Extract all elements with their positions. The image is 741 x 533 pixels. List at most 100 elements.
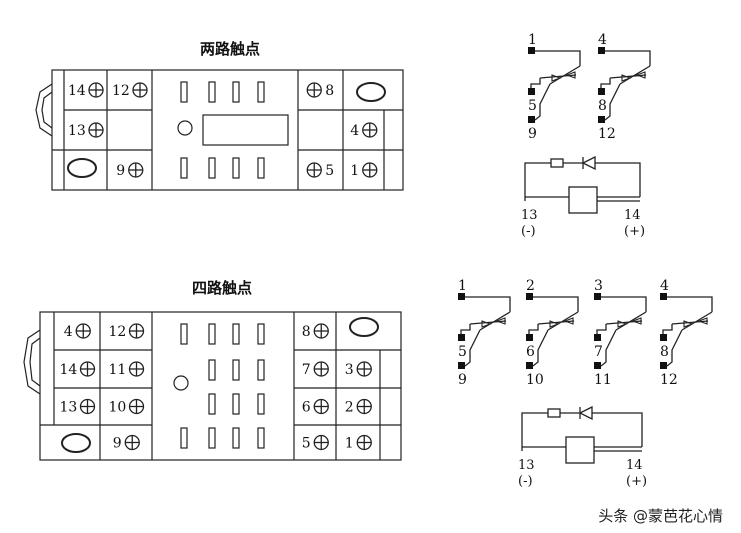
terminal-square	[594, 334, 601, 341]
terminal-square	[528, 88, 535, 95]
contact-common-number: 3	[594, 278, 603, 294]
terminal-number: 2	[345, 400, 354, 416]
pin-slot	[180, 81, 188, 103]
contact-common-number: 4	[598, 32, 607, 48]
pin-slot	[257, 359, 265, 381]
top-center-slots	[180, 81, 265, 179]
coil-group: 13(-)14(+)	[518, 405, 647, 489]
terminal-square	[526, 293, 533, 300]
coil-negative-number: 13	[521, 208, 538, 223]
coil-positive-sign: (+)	[624, 224, 645, 239]
terminal-square	[528, 47, 535, 54]
pin-slot	[257, 157, 265, 179]
contact-nc-number: 5	[458, 344, 467, 360]
terminal-number: 12	[109, 324, 127, 340]
terminal-number: 9	[116, 163, 125, 179]
contact-no-number: 10	[526, 372, 544, 388]
screw-terminal-icon	[124, 434, 140, 451]
contact-nc-number: 6	[526, 344, 535, 360]
screw-terminal-icon	[88, 82, 104, 98]
terminal-number: 12	[112, 83, 130, 99]
screw-terminal-icon	[313, 434, 329, 451]
terminal-square	[598, 47, 605, 54]
screw-terminal-icon	[313, 361, 329, 377]
screw-terminal-icon	[132, 82, 148, 98]
pin-slot	[180, 323, 188, 345]
contact-group: 159	[458, 278, 511, 388]
contact-group: 3 7 11	[594, 278, 647, 388]
screw-terminal-icon	[128, 398, 145, 415]
terminal-square	[598, 116, 605, 123]
contact-nc-number: 8	[660, 344, 669, 360]
pin-slot	[180, 427, 188, 449]
pin-slot	[232, 393, 240, 415]
terminal-square	[528, 116, 535, 123]
screw-terminal-icon	[356, 361, 372, 377]
bottom-contact-schematic: 159 2 6 10 3 7 11 4 8 12	[458, 278, 713, 388]
pin-slot	[257, 81, 265, 103]
coil-positive-number: 14	[624, 208, 641, 223]
contact-common-number: 1	[528, 32, 537, 48]
terminal-square	[598, 88, 605, 95]
screw-terminal-icon	[75, 323, 91, 339]
terminal-number: 1	[345, 436, 354, 452]
contact-group: 2 6 10	[526, 278, 579, 388]
terminal-number: 5	[302, 436, 311, 452]
contact-common-number: 4	[660, 278, 669, 294]
diode-icon	[578, 405, 593, 421]
terminal-number: 4	[64, 324, 73, 340]
terminal-square	[594, 362, 601, 369]
screw-terminal-icon	[313, 323, 329, 339]
contact-group: 4 8 12	[660, 278, 713, 388]
terminal-number: 10	[109, 400, 127, 416]
terminal-number: 4	[350, 123, 359, 139]
pin-slot	[257, 393, 265, 415]
terminal-square	[526, 362, 533, 369]
pin-slot	[180, 157, 188, 179]
contact-common-number: 2	[526, 278, 535, 294]
pin-slot	[208, 427, 216, 449]
screw-terminal-icon	[362, 162, 378, 178]
pin-slot	[232, 81, 240, 103]
terminal-square	[660, 293, 667, 300]
contact-group: 159	[528, 32, 581, 142]
pin-slot	[232, 323, 240, 345]
screw-terminal-icon	[88, 122, 104, 138]
terminal-number: 3	[345, 362, 354, 378]
coil-positive-number: 14	[626, 458, 643, 473]
terminal-number: 6	[302, 400, 311, 416]
terminal-square	[458, 334, 465, 341]
screw-terminal-icon	[128, 323, 145, 339]
bottom-coil-schematic: 13(-)14(+)	[518, 405, 647, 489]
terminal-number: 13	[68, 123, 86, 139]
coil-negative-sign: (-)	[521, 224, 536, 239]
bottom-title: 四路触点	[192, 279, 252, 297]
pin-slot	[208, 323, 216, 345]
terminal-square	[458, 362, 465, 369]
pin-slot	[232, 157, 240, 179]
terminal-square	[526, 334, 533, 341]
contact-nc-number: 7	[594, 344, 603, 360]
contact-no-number: 12	[598, 126, 616, 142]
coil-group: 13(-) 14(+)	[521, 155, 645, 239]
terminal-number: 14	[60, 362, 78, 378]
terminal-number: 7	[302, 362, 311, 378]
screw-terminal-icon	[313, 398, 329, 415]
contact-no-number: 11	[594, 372, 612, 388]
pin-slot	[208, 359, 216, 381]
terminal-number: 1	[350, 163, 359, 179]
contact-no-number: 9	[528, 126, 537, 142]
terminal-square	[594, 293, 601, 300]
coil-negative-number: 13	[518, 458, 535, 473]
terminal-number: 8	[302, 324, 311, 340]
pin-slot	[257, 323, 265, 345]
terminal-number: 8	[325, 83, 334, 99]
watermark-text: 头条 @蒙芭花心情	[594, 504, 727, 527]
pin-slot	[232, 427, 240, 449]
contact-no-number: 12	[660, 372, 678, 388]
terminal-number: 5	[325, 163, 334, 179]
terminal-square	[660, 362, 667, 369]
